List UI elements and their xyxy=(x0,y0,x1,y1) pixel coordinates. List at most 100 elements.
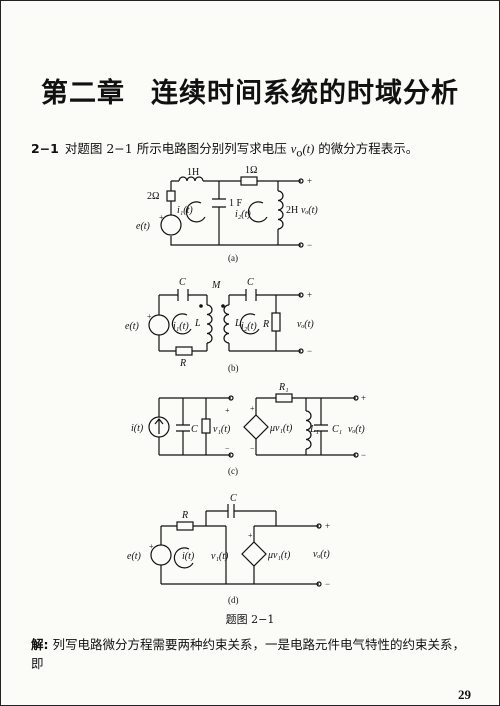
dep-plus: + xyxy=(248,531,253,540)
problem-text-after: 的微分方程表示。 xyxy=(314,141,419,156)
terminal-icon xyxy=(298,292,304,298)
figure-c: + − i(t) C v₁(t) + − μv₁(t) R₁ L₁ C₁ vₒ(… xyxy=(131,382,366,476)
terminal-icon xyxy=(298,242,304,248)
label-dep: μv₁(t) xyxy=(267,550,291,561)
label-c1: C₁ xyxy=(332,424,342,435)
resistor-1ohm xyxy=(240,176,258,186)
voltage-source-icon xyxy=(160,214,182,236)
output-plus: + xyxy=(307,176,312,186)
chapter-title: 第二章连续时间系统的时域分析 xyxy=(1,71,499,110)
inductor-l1 xyxy=(305,410,312,450)
figure-label-b: (b) xyxy=(228,363,239,373)
label-source: e(t) xyxy=(136,221,151,232)
voltage-source-icon xyxy=(148,314,170,336)
resistor-r xyxy=(176,521,194,531)
label-c1: C xyxy=(179,277,186,288)
loop-arrow-icon xyxy=(173,547,194,569)
label-i2: i₂(t) xyxy=(235,209,251,220)
label-source: e(t) xyxy=(127,551,142,562)
label-r: R xyxy=(181,510,188,521)
resistor-r2 xyxy=(271,312,281,332)
label-r2: R xyxy=(262,319,269,330)
label-dep: μv₁(t) xyxy=(269,423,293,434)
label-l1: L₁ xyxy=(309,424,319,435)
output-minus: − xyxy=(307,240,312,250)
label-l2: 2H xyxy=(286,205,298,216)
terminal-icon xyxy=(316,523,322,529)
problem-symbol-sub: o xyxy=(296,147,303,160)
figure-d: + + C R e(t) i(t) v₁(t) μv₁(t) vₒ(t) + −… xyxy=(127,493,330,605)
label-l1: 1H xyxy=(187,167,199,178)
page-number: 29 xyxy=(458,687,471,702)
v1-plus: + xyxy=(225,406,230,415)
label-v1: v₁(t) xyxy=(213,424,231,435)
problem-symbol-arg: (t) xyxy=(302,142,315,156)
output-plus: + xyxy=(361,393,366,403)
label-l2: L xyxy=(234,318,241,329)
resistor-r1 xyxy=(275,393,293,403)
loop-arrow-icon xyxy=(239,313,260,335)
terminal-icon xyxy=(316,581,322,587)
capacitor-1f xyxy=(212,198,226,208)
solution-lead: 解: xyxy=(31,637,49,652)
source-plus: + xyxy=(147,312,152,321)
label-i1: i₁(t) xyxy=(173,321,189,332)
label-i1: i₁(t) xyxy=(177,205,193,216)
figure-b: + C M C L L R R e(t) i₁(t) i₂(t) vₒ(t) +… xyxy=(125,277,314,373)
resistor-r xyxy=(201,418,211,434)
terminal-icon xyxy=(298,348,304,354)
label-vo: vₒ(t) xyxy=(301,205,318,216)
problem-symbol: v xyxy=(290,142,297,156)
label-c2: C xyxy=(247,277,254,288)
output-minus: − xyxy=(325,579,330,589)
figure-label-c: (c) xyxy=(228,466,238,476)
label-c: C xyxy=(191,424,198,435)
label-r1: 2Ω xyxy=(147,191,159,202)
terminal-icon xyxy=(228,452,234,458)
output-minus: − xyxy=(307,346,312,356)
terminal-icon xyxy=(353,395,359,401)
label-i2: i₂(t) xyxy=(241,321,257,332)
current-source-icon xyxy=(148,416,170,438)
arrow-up-icon xyxy=(154,418,164,434)
figure-a: + 2Ω 1H 1Ω 1 F 2H e(t) i₁(t) i₂(t) vₒ(t)… xyxy=(136,165,318,263)
chapter-name: 连续时间系统的时域分析 xyxy=(151,78,459,109)
label-source: e(t) xyxy=(125,321,140,332)
capacitor-c1 xyxy=(177,289,189,301)
source-plus: + xyxy=(159,213,164,222)
dependent-source-icon xyxy=(241,541,267,567)
figure-caption: 题图 2−1 xyxy=(225,613,275,626)
output-plus: + xyxy=(307,290,312,300)
label-source: i(t) xyxy=(131,423,144,434)
label-c: 1 F xyxy=(229,198,243,209)
label-c: C xyxy=(230,493,237,504)
inductor-1h xyxy=(178,176,204,182)
dep-plus: + xyxy=(250,404,255,413)
label-r1: R₁ xyxy=(278,382,289,393)
resistor-2ohm xyxy=(166,190,176,202)
source-plus: + xyxy=(149,542,154,551)
loop-arrow-icon xyxy=(171,313,192,335)
dependent-source-icon xyxy=(243,414,269,440)
label-r1: R xyxy=(179,358,186,369)
label-i: i(t) xyxy=(182,551,195,562)
output-plus: + xyxy=(325,521,330,531)
solution-paragraph: 解: 列写电路微分方程需要两种约束关系，一是电路元件电气特性的约束关系，即 xyxy=(31,635,471,673)
label-vo: vₒ(t) xyxy=(313,549,330,560)
v1-minus: − xyxy=(225,444,230,453)
capacitor-c2 xyxy=(245,289,257,301)
inductor-l2 xyxy=(223,304,230,344)
capacitor-c xyxy=(176,424,190,432)
output-minus: − xyxy=(361,450,366,460)
capacitor-c xyxy=(227,504,235,518)
inductor-2h xyxy=(277,190,284,230)
dep-minus: − xyxy=(250,444,255,453)
dot-marker-icon xyxy=(199,304,203,308)
resistor-r1 xyxy=(175,346,193,356)
terminal-icon xyxy=(298,178,304,184)
figure-label-a: (a) xyxy=(228,253,238,263)
capacitor-c1 xyxy=(314,424,328,432)
